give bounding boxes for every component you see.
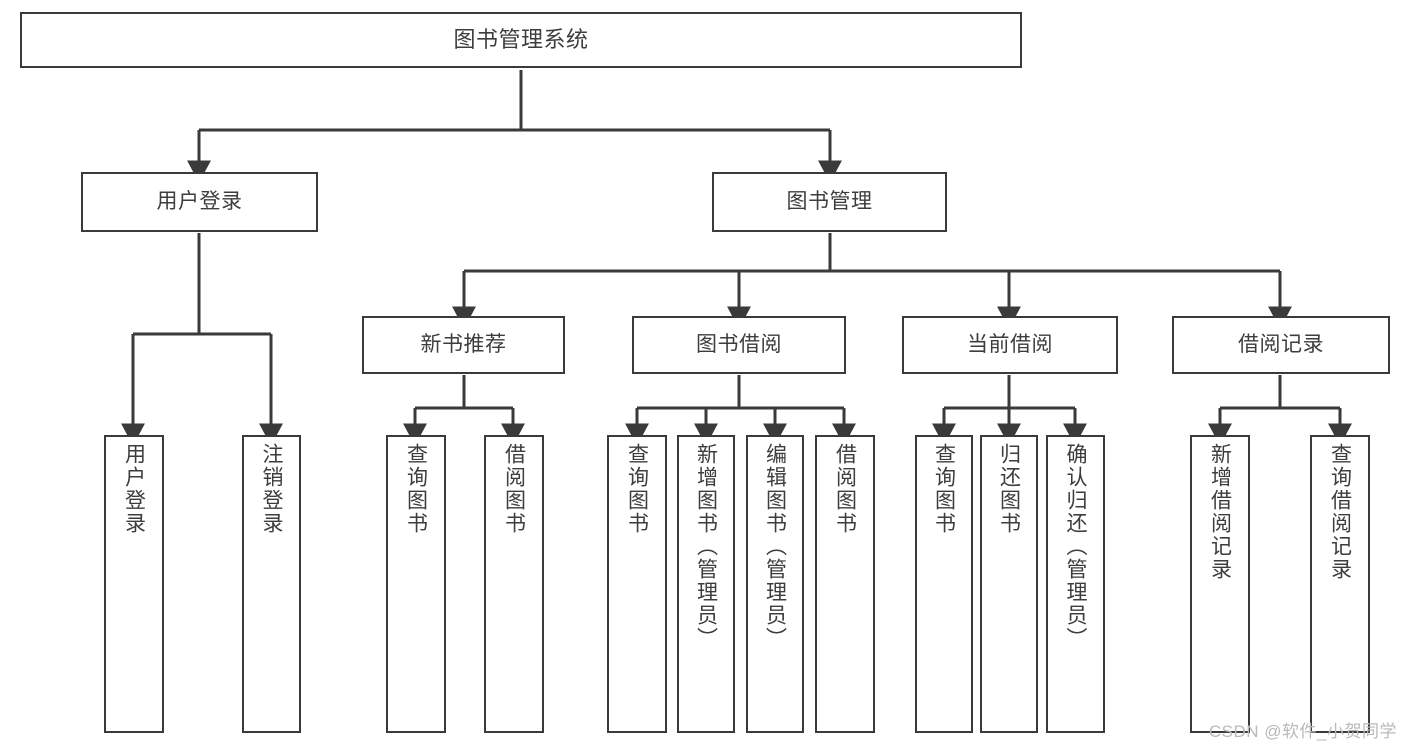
node-label: 新书推荐: [420, 333, 507, 357]
node-label: 图书管理: [786, 190, 873, 214]
node-leaf-query-book-borrow[interactable]: 查询图书: [607, 435, 667, 733]
node-leaf-logout-login[interactable]: 注销登录: [242, 435, 301, 733]
node-label: 查询图书: [932, 443, 956, 535]
node-leaf-confirm-return[interactable]: 确认归还（管理员）: [1046, 435, 1105, 733]
node-leaf-borrow-book[interactable]: 借阅图书: [815, 435, 875, 733]
node-leaf-query-book-recommend[interactable]: 查询图书: [386, 435, 446, 733]
node-label: 图书借阅: [696, 333, 782, 357]
node-label: 归还图书: [997, 443, 1021, 535]
node-leaf-edit-book[interactable]: 编辑图书（管理员）: [746, 435, 804, 733]
node-label: 查询借阅记录: [1328, 443, 1352, 581]
node-user-login[interactable]: 用户登录: [81, 172, 318, 232]
node-leaf-add-book[interactable]: 新增图书（管理员）: [677, 435, 735, 733]
node-label: 用户登录: [156, 190, 243, 214]
node-label: 借阅记录: [1238, 333, 1324, 357]
node-label: 新增借阅记录: [1208, 443, 1232, 581]
node-current-borrow[interactable]: 当前借阅: [902, 316, 1118, 374]
node-new-book-recommend[interactable]: 新书推荐: [362, 316, 565, 374]
node-leaf-user-login[interactable]: 用户登录: [104, 435, 164, 733]
node-label: 编辑图书（管理员）: [763, 443, 787, 650]
node-leaf-add-borrow-record[interactable]: 新增借阅记录: [1190, 435, 1250, 733]
watermark: CSDN @软件_小贺同学: [1208, 722, 1397, 741]
node-leaf-query-book-current[interactable]: 查询图书: [915, 435, 973, 733]
node-label: 确认归还（管理员）: [1064, 443, 1087, 650]
node-label: 新增图书（管理员）: [694, 443, 718, 650]
node-leaf-query-borrow-record[interactable]: 查询借阅记录: [1310, 435, 1370, 733]
node-label: 注销登录: [260, 443, 283, 535]
node-label: 当前借阅: [967, 333, 1053, 357]
node-label: 图书管理系统: [453, 26, 589, 52]
node-leaf-borrow-book-recommend[interactable]: 借阅图书: [484, 435, 544, 733]
node-label: 借阅图书: [833, 443, 857, 535]
node-book-borrow[interactable]: 图书借阅: [632, 316, 846, 374]
node-label: 借阅图书: [502, 443, 526, 535]
node-label: 查询图书: [404, 443, 428, 535]
node-leaf-return-book[interactable]: 归还图书: [980, 435, 1038, 733]
node-label: 用户登录: [122, 443, 146, 535]
node-borrow-record[interactable]: 借阅记录: [1172, 316, 1390, 374]
node-root-book-management-system[interactable]: 图书管理系统: [20, 12, 1022, 68]
node-book-management[interactable]: 图书管理: [712, 172, 947, 232]
node-label: 查询图书: [625, 443, 649, 535]
